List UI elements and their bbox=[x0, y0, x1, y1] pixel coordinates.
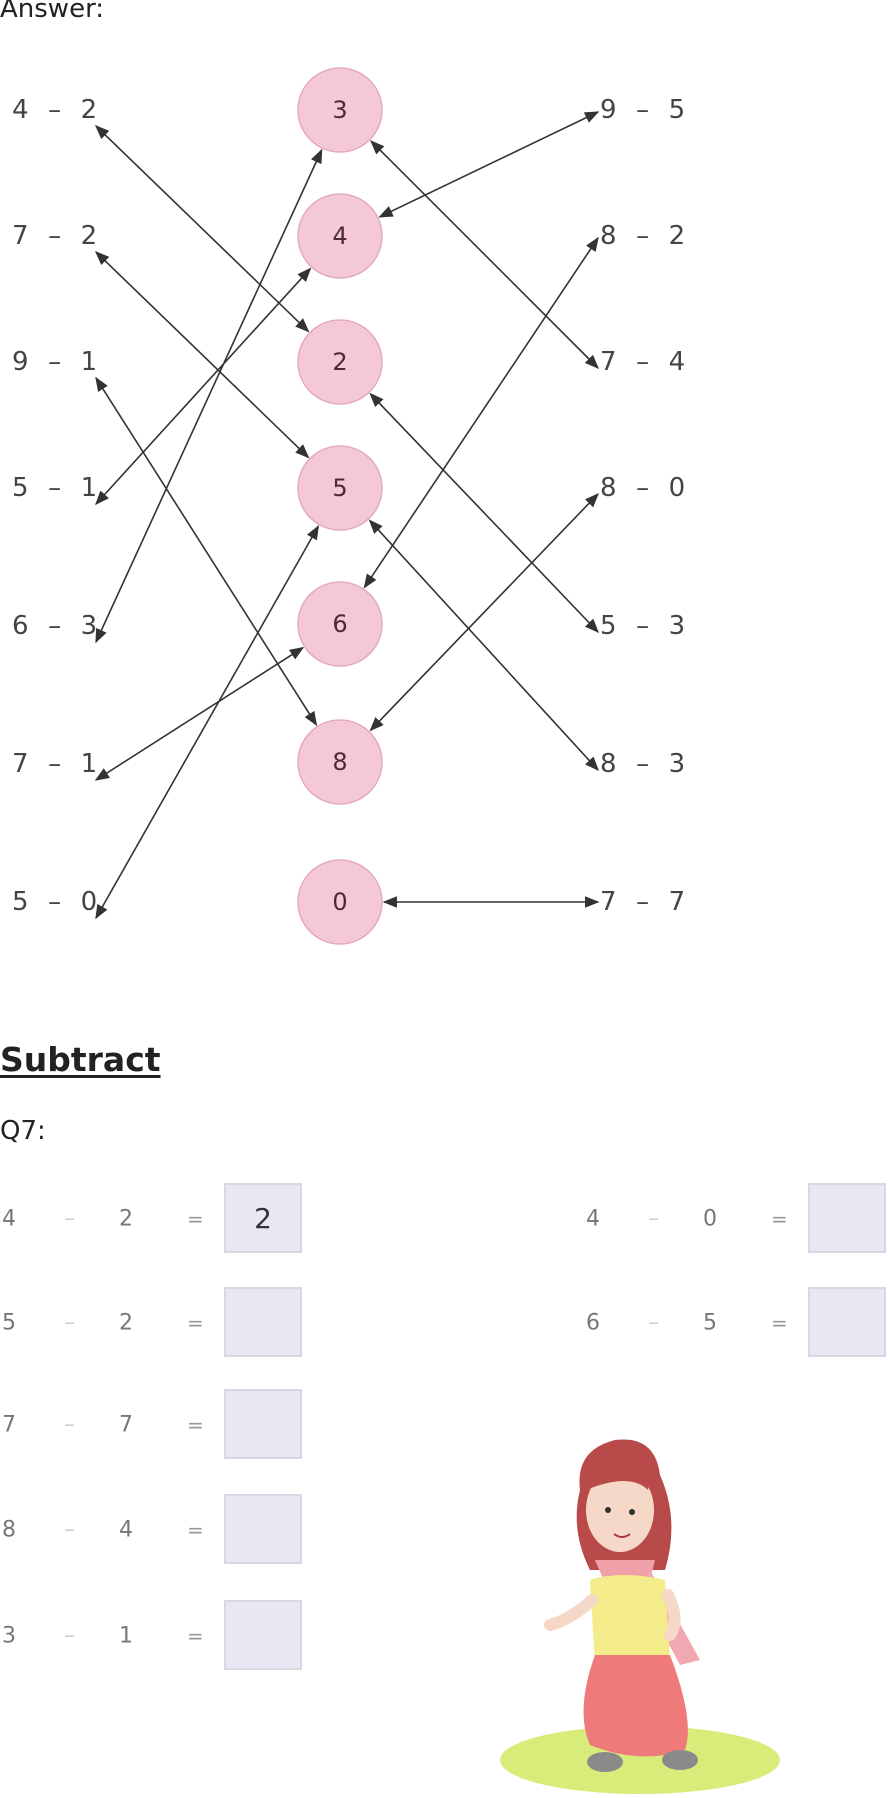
right-expression: 8 – 3 bbox=[600, 749, 687, 779]
minuend: 5 bbox=[2, 1310, 16, 1336]
answer-box[interactable] bbox=[224, 1600, 302, 1670]
left-expression: 7 – 1 bbox=[12, 749, 99, 779]
arrow-left-5 bbox=[94, 646, 305, 781]
subtrahend: 0 bbox=[703, 1206, 717, 1232]
left-expression: 5 – 1 bbox=[12, 473, 99, 503]
minuend: 3 bbox=[2, 1623, 16, 1649]
right-expression: 7 – 4 bbox=[600, 347, 687, 377]
answer-box[interactable] bbox=[224, 1494, 302, 1564]
subtrahend: 2 bbox=[119, 1310, 133, 1336]
arrow-left-3 bbox=[95, 267, 312, 506]
left-expression: 7 – 2 bbox=[12, 221, 99, 251]
arrow-right-1 bbox=[363, 236, 599, 589]
svg-text:3: 3 bbox=[332, 96, 347, 124]
arrow-right-5 bbox=[368, 519, 599, 772]
equals-sign: = bbox=[187, 1624, 204, 1648]
subtrahend: 7 bbox=[119, 1412, 133, 1438]
subtrahend: 2 bbox=[119, 1206, 133, 1232]
minuend: 4 bbox=[2, 1206, 16, 1232]
minus-sign: – bbox=[64, 1517, 75, 1543]
equals-sign: = bbox=[771, 1207, 788, 1231]
minuend: 7 bbox=[2, 1412, 16, 1438]
subtraction-row: 4 – 2 = 2 bbox=[2, 1183, 312, 1255]
minuend: 4 bbox=[586, 1206, 600, 1232]
answer-box[interactable] bbox=[224, 1287, 302, 1357]
answer-box[interactable] bbox=[808, 1183, 886, 1253]
equals-sign: = bbox=[771, 1311, 788, 1335]
svg-text:5: 5 bbox=[332, 474, 347, 502]
equals-sign: = bbox=[187, 1311, 204, 1335]
left-expression: 5 – 0 bbox=[12, 887, 99, 917]
svg-text:6: 6 bbox=[332, 610, 347, 638]
subtraction-row: 3 – 1 = bbox=[2, 1600, 312, 1672]
answer-box[interactable] bbox=[808, 1287, 886, 1357]
arrow-left-6 bbox=[95, 525, 319, 920]
answer-box[interactable] bbox=[224, 1389, 302, 1459]
question-label: Q7: bbox=[0, 1116, 46, 1146]
minus-sign: – bbox=[64, 1412, 75, 1438]
subtrahend: 5 bbox=[703, 1310, 717, 1336]
minus-sign: – bbox=[64, 1206, 75, 1232]
minuend: 6 bbox=[586, 1310, 600, 1336]
svg-text:2: 2 bbox=[332, 348, 347, 376]
arrow-left-2 bbox=[95, 376, 318, 727]
answer-circle-8: 8 bbox=[297, 719, 383, 805]
answer-label: Answer: bbox=[0, 0, 105, 24]
answer-box[interactable]: 2 bbox=[224, 1183, 302, 1253]
arrow-right-4 bbox=[369, 392, 599, 634]
minus-sign: – bbox=[648, 1206, 659, 1232]
dancing-girl-illustration bbox=[500, 1439, 780, 1794]
subtraction-row: 8 – 4 = bbox=[2, 1494, 312, 1566]
minuend: 8 bbox=[2, 1517, 16, 1543]
answer-circle-2: 2 bbox=[297, 319, 383, 405]
answer-circle-0: 0 bbox=[297, 859, 383, 945]
subtraction-row: 4 – 0 = bbox=[586, 1183, 888, 1255]
svg-text:8: 8 bbox=[332, 748, 347, 776]
arrow-left-0 bbox=[94, 124, 310, 333]
subtrahend: 4 bbox=[119, 1517, 133, 1543]
right-expression: 8 – 2 bbox=[600, 221, 687, 251]
minus-sign: – bbox=[64, 1623, 75, 1649]
subtraction-row: 5 – 2 = bbox=[2, 1287, 312, 1359]
subtraction-row: 7 – 7 = bbox=[2, 1389, 312, 1461]
subtrahend: 1 bbox=[119, 1623, 133, 1649]
subtraction-row: 6 – 5 = bbox=[586, 1287, 888, 1359]
arrow-right-2 bbox=[370, 140, 600, 370]
arrow-left-4 bbox=[95, 148, 323, 644]
right-expression: 7 – 7 bbox=[600, 887, 687, 917]
svg-text:0: 0 bbox=[332, 888, 347, 916]
left-expression: 6 – 3 bbox=[12, 611, 99, 641]
section-title-subtract: Subtract bbox=[0, 1040, 161, 1079]
right-expression: 9 – 5 bbox=[600, 95, 687, 125]
arrow-right-0 bbox=[378, 111, 600, 218]
equals-sign: = bbox=[187, 1413, 204, 1437]
arrow-left-1 bbox=[94, 250, 310, 459]
answer-circle-4: 4 bbox=[297, 193, 383, 279]
matching-diagram: 3 4 2 5 6 8 0 bbox=[94, 67, 600, 945]
svg-text:4: 4 bbox=[332, 222, 347, 250]
right-expression: 8 – 0 bbox=[600, 473, 687, 503]
minus-sign: – bbox=[648, 1310, 659, 1336]
left-expression: 4 – 2 bbox=[12, 95, 99, 125]
right-expression: 5 – 3 bbox=[600, 611, 687, 641]
answer-circle-3: 3 bbox=[297, 67, 383, 153]
equals-sign: = bbox=[187, 1518, 204, 1542]
minus-sign: – bbox=[64, 1310, 75, 1336]
left-expression: 9 – 1 bbox=[12, 347, 99, 377]
equals-sign: = bbox=[187, 1207, 204, 1231]
answer-circle-5: 5 bbox=[297, 445, 383, 531]
answer-circle-6: 6 bbox=[297, 581, 383, 667]
arrow-right-3 bbox=[369, 492, 599, 732]
